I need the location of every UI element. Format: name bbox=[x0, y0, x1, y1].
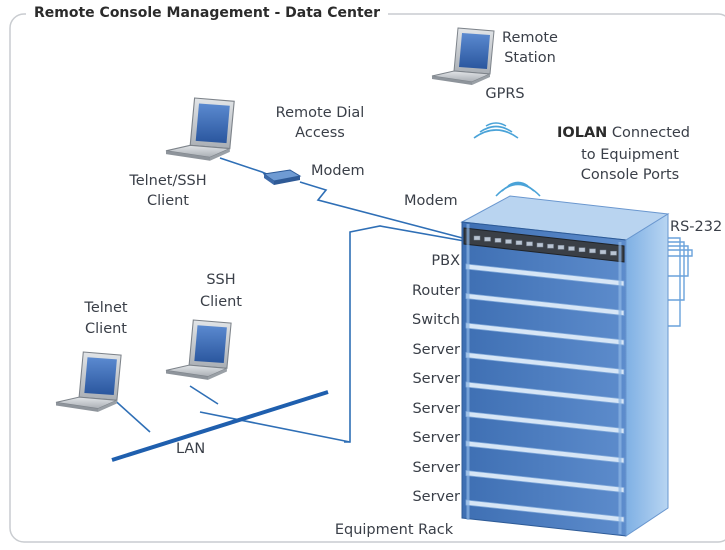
ssh-drop-cable bbox=[189, 385, 219, 405]
lan-cross-cable bbox=[199, 411, 351, 443]
remote-dial-access-label-2: Access bbox=[295, 125, 345, 141]
laptops bbox=[55, 27, 495, 412]
rack-slot bbox=[465, 411, 625, 434]
rack-slot-label: Server bbox=[412, 430, 460, 446]
iolan-label-rest: Connected bbox=[607, 125, 691, 141]
modem-icon bbox=[262, 169, 302, 185]
rack-slot bbox=[465, 322, 625, 346]
modem-label-rack: Modem bbox=[404, 193, 458, 209]
remote-dial-access-label-1: Remote Dial bbox=[275, 105, 365, 121]
telnet-client-label-1: Telnet bbox=[84, 300, 128, 316]
wireless-icon-rack bbox=[495, 181, 541, 197]
modem-to-rack-cable bbox=[299, 181, 471, 241]
rack-slot-label: Server bbox=[412, 489, 460, 505]
iolan-ports bbox=[473, 235, 617, 256]
equipment-rack-label: Equipment Rack bbox=[334, 522, 454, 538]
rack-slot bbox=[465, 440, 625, 464]
rs232-cable-1 bbox=[662, 237, 681, 327]
iolan-device-icon bbox=[463, 227, 625, 263]
laptop-icon bbox=[431, 27, 495, 85]
ssh-client-label-2: Client bbox=[200, 294, 242, 310]
ssh-client-label-1: SSH bbox=[206, 272, 236, 288]
laptop-icon bbox=[165, 319, 232, 380]
rs232-cable-2 bbox=[662, 241, 685, 301]
telnet-ssh-client-label-2: Client bbox=[147, 193, 189, 209]
iolan-label-line-1: IOLAN Connected bbox=[557, 124, 690, 143]
rack-slot-label: Switch bbox=[412, 312, 460, 328]
diagram-title: Remote Console Management - Data Center bbox=[26, 5, 389, 21]
rack-slot bbox=[465, 381, 625, 405]
laptop-icon bbox=[55, 351, 122, 412]
telnet-client-label-2: Client bbox=[85, 321, 127, 337]
cables bbox=[109, 157, 693, 462]
rs232-cable-3 bbox=[662, 245, 689, 277]
rack-slot bbox=[465, 263, 625, 287]
rack-slot-label: Server bbox=[412, 341, 460, 358]
rack-slot-label: PBX bbox=[431, 253, 460, 269]
iolan-label-line-2: to Equipment bbox=[581, 147, 679, 163]
rack-slots bbox=[465, 263, 625, 523]
iolan-label-bold: IOLAN bbox=[557, 125, 608, 141]
rack-slot bbox=[465, 499, 625, 523]
modem-label-dial: Modem bbox=[311, 163, 365, 179]
rack-slot bbox=[465, 470, 625, 493]
gprs-label: GPRS bbox=[485, 86, 525, 102]
telnet-ssh-client-label-1: Telnet/SSH bbox=[129, 173, 207, 189]
laptop-icon bbox=[165, 97, 235, 161]
rack-slot-label: Router bbox=[411, 282, 460, 299]
rack-slot-label: Server bbox=[412, 459, 460, 476]
rack-slot bbox=[465, 352, 625, 375]
lan-backbone bbox=[111, 390, 329, 462]
iolan-label-line-3: Console Ports bbox=[580, 167, 680, 183]
equipment-rack-icon bbox=[460, 195, 670, 537]
lan-label: LAN bbox=[176, 441, 206, 457]
remote-station-label-2: Station bbox=[504, 50, 556, 66]
rs232-cable-4 bbox=[662, 249, 693, 257]
rack-slot-label: Server bbox=[412, 400, 460, 417]
rack-slot bbox=[465, 293, 625, 316]
remote-station-label-1: Remote bbox=[502, 30, 558, 46]
rack-slot-label: Server bbox=[412, 371, 460, 387]
wireless-icon bbox=[473, 122, 519, 139]
rs232-label: RS-232 bbox=[670, 219, 723, 235]
